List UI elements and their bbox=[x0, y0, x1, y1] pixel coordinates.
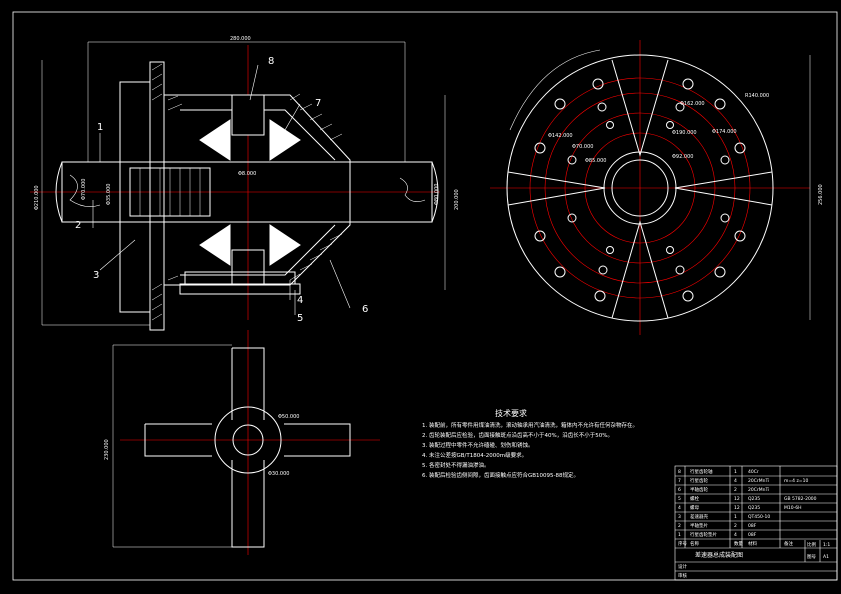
tb-r3-c2: 12 bbox=[734, 496, 740, 502]
dim-right-shaft: Φ80.000 bbox=[434, 184, 440, 205]
tb-r4-c1: 螺母 bbox=[690, 504, 699, 511]
dim-shaft: Φ35.000 bbox=[106, 184, 112, 205]
tb-designer: 设计 bbox=[678, 563, 687, 570]
note-4: 4. 未注公差按GB/T1804-2000m级要求。 bbox=[422, 451, 527, 459]
tb-r0-c3: 40Cr bbox=[748, 469, 759, 475]
tb-r0-c1: 行星齿轮轴 bbox=[690, 468, 713, 475]
tb-scale-value: 1:1 bbox=[823, 542, 830, 548]
tb-sheet-label: 图号 bbox=[807, 554, 816, 560]
tb-drawing-name: 差速器总成装配图 bbox=[695, 551, 743, 559]
tb-r0-c0: 8 bbox=[678, 469, 681, 475]
right-end-view bbox=[490, 40, 811, 335]
callout-6: 6 bbox=[362, 304, 368, 315]
dim-cross-d2: Φ30.000 bbox=[268, 471, 289, 477]
dim-d92: Φ92.000 bbox=[672, 154, 693, 160]
tb-r7-c1: 行星齿轮垫片 bbox=[690, 531, 717, 538]
right-dimensions: R140.000 Φ162.000 Φ142.000 Φ174.000 Φ70.… bbox=[548, 93, 824, 205]
callout-3: 3 bbox=[93, 270, 99, 281]
tb-r6-c1: 半轴垫片 bbox=[690, 522, 708, 529]
tb-h1: 名称 bbox=[690, 540, 699, 547]
dim-d142: Φ142.000 bbox=[548, 133, 573, 139]
dim-cross-d1: Φ50.000 bbox=[278, 414, 299, 420]
tb-r6-c2: 2 bbox=[734, 523, 737, 529]
dim-left-inner: Φ70.000 bbox=[81, 179, 87, 200]
cross-dimensions: 230.000 Φ50.000 Φ30.000 bbox=[104, 414, 299, 477]
callout-4: 4 bbox=[297, 295, 303, 306]
tb-r5-c3: QT450-10 bbox=[748, 514, 770, 520]
tb-r6-c3: 08F bbox=[748, 523, 757, 529]
front-section-view bbox=[30, 41, 446, 331]
tb-r7-c0: 1 bbox=[678, 532, 681, 538]
tb-h0: 序号 bbox=[678, 540, 687, 547]
callout-8: 8 bbox=[268, 56, 274, 67]
tb-h4: 备注 bbox=[784, 540, 793, 547]
note-5: 5. 各密封处不得漏油渗油。 bbox=[422, 461, 490, 469]
tb-r0-c2: 1 bbox=[734, 469, 737, 475]
dim-d70: Φ70.000 bbox=[572, 144, 593, 150]
title-block bbox=[674, 465, 838, 581]
tb-r2-c2: 2 bbox=[734, 487, 737, 493]
tb-r1-c0: 7 bbox=[678, 478, 681, 484]
tb-sheet-value: A1 bbox=[823, 554, 829, 560]
tb-r7-c2: 4 bbox=[734, 532, 737, 538]
dim-d162: Φ162.000 bbox=[680, 101, 705, 107]
tb-r4-c0: 4 bbox=[678, 505, 681, 511]
dim-d85: Φ85.000 bbox=[585, 158, 606, 164]
tb-r3-c4: GB 5782-2000 bbox=[784, 496, 817, 502]
tb-r1-c4: m=4 z=10 bbox=[784, 478, 808, 484]
tb-r2-c3: 20CrMnTi bbox=[748, 487, 769, 493]
callout-7: 7 bbox=[315, 98, 321, 109]
tb-r2-c0: 6 bbox=[678, 487, 681, 493]
tb-r5-c0: 3 bbox=[678, 514, 681, 520]
tb-checker: 审核 bbox=[678, 572, 687, 579]
tb-r4-c2: 12 bbox=[734, 505, 740, 511]
cross-view bbox=[112, 330, 380, 555]
note-6: 6. 装配后检验齿侧间隙，齿面接触点应符合GB10095-88规定。 bbox=[422, 471, 579, 479]
tb-r7-c3: 08F bbox=[748, 532, 757, 538]
note-2: 2. 齿轮装配后应检验，齿面接触斑点沿齿高不小于40%，沿齿长不小于50%。 bbox=[422, 431, 613, 439]
tb-r4-c4: M10-6H bbox=[784, 505, 801, 511]
tb-r2-c1: 半轴齿轮 bbox=[690, 486, 708, 493]
tb-scale-label: 比例 bbox=[807, 541, 816, 548]
callout-2: 2 bbox=[75, 220, 81, 231]
tb-r3-c0: 5 bbox=[678, 496, 681, 502]
dim-left-outer: Φ210.000 bbox=[34, 185, 40, 210]
tb-r1-c3: 20CrMnTi bbox=[748, 478, 769, 484]
tb-h3: 材料 bbox=[748, 540, 757, 547]
tb-r5-c1: 差速器壳 bbox=[690, 513, 708, 520]
note-3: 3. 装配过程中零件不允许磕碰、划伤和锈蚀。 bbox=[422, 441, 534, 449]
technical-notes: 技术要求 1. 装配前，所有零件用煤油清洗，滚动轴承用汽油清洗，箱体内不允许有任… bbox=[422, 408, 638, 479]
tb-r5-c2: 1 bbox=[734, 514, 737, 520]
dim-d190: Φ190.000 bbox=[672, 130, 697, 136]
title-block-text: 8 行星齿轮轴 1 40Cr 7 行星齿轮 4 20CrMnTi m=4 z=1… bbox=[678, 468, 830, 579]
outer-frame bbox=[12, 11, 838, 581]
tb-h2: 数量 bbox=[734, 540, 743, 547]
callout-1: 1 bbox=[97, 122, 103, 133]
tb-r6-c0: 2 bbox=[678, 523, 681, 529]
note-1: 1. 装配前，所有零件用煤油清洗，滚动轴承用汽油清洗，箱体内不允许有任何杂物存在… bbox=[422, 421, 638, 429]
callout-5: 5 bbox=[297, 313, 303, 324]
dim-right-height: 200.000 bbox=[454, 189, 460, 210]
dim-center-mark: Φ8.000 bbox=[238, 171, 256, 177]
tb-r1-c2: 4 bbox=[734, 478, 737, 484]
callout-labels: 1 2 3 4 5 6 7 8 bbox=[75, 56, 368, 324]
dim-right-width: 256.000 bbox=[818, 184, 824, 205]
front-dimensions: 280.000 Φ210.000 Φ70.000 Φ35.000 200.000… bbox=[34, 36, 460, 210]
notes-title: 技术要求 bbox=[495, 408, 527, 418]
dim-top-width: 280.000 bbox=[230, 36, 251, 42]
tb-r3-c1: 螺栓 bbox=[690, 495, 699, 502]
tb-r1-c1: 行星齿轮 bbox=[690, 477, 708, 484]
dim-cross-height: 230.000 bbox=[104, 439, 110, 460]
dim-r140: R140.000 bbox=[745, 93, 769, 99]
tb-r4-c3: Q235 bbox=[748, 505, 760, 511]
tb-r3-c3: Q235 bbox=[748, 496, 760, 502]
dim-d174: Φ174.000 bbox=[712, 129, 737, 135]
